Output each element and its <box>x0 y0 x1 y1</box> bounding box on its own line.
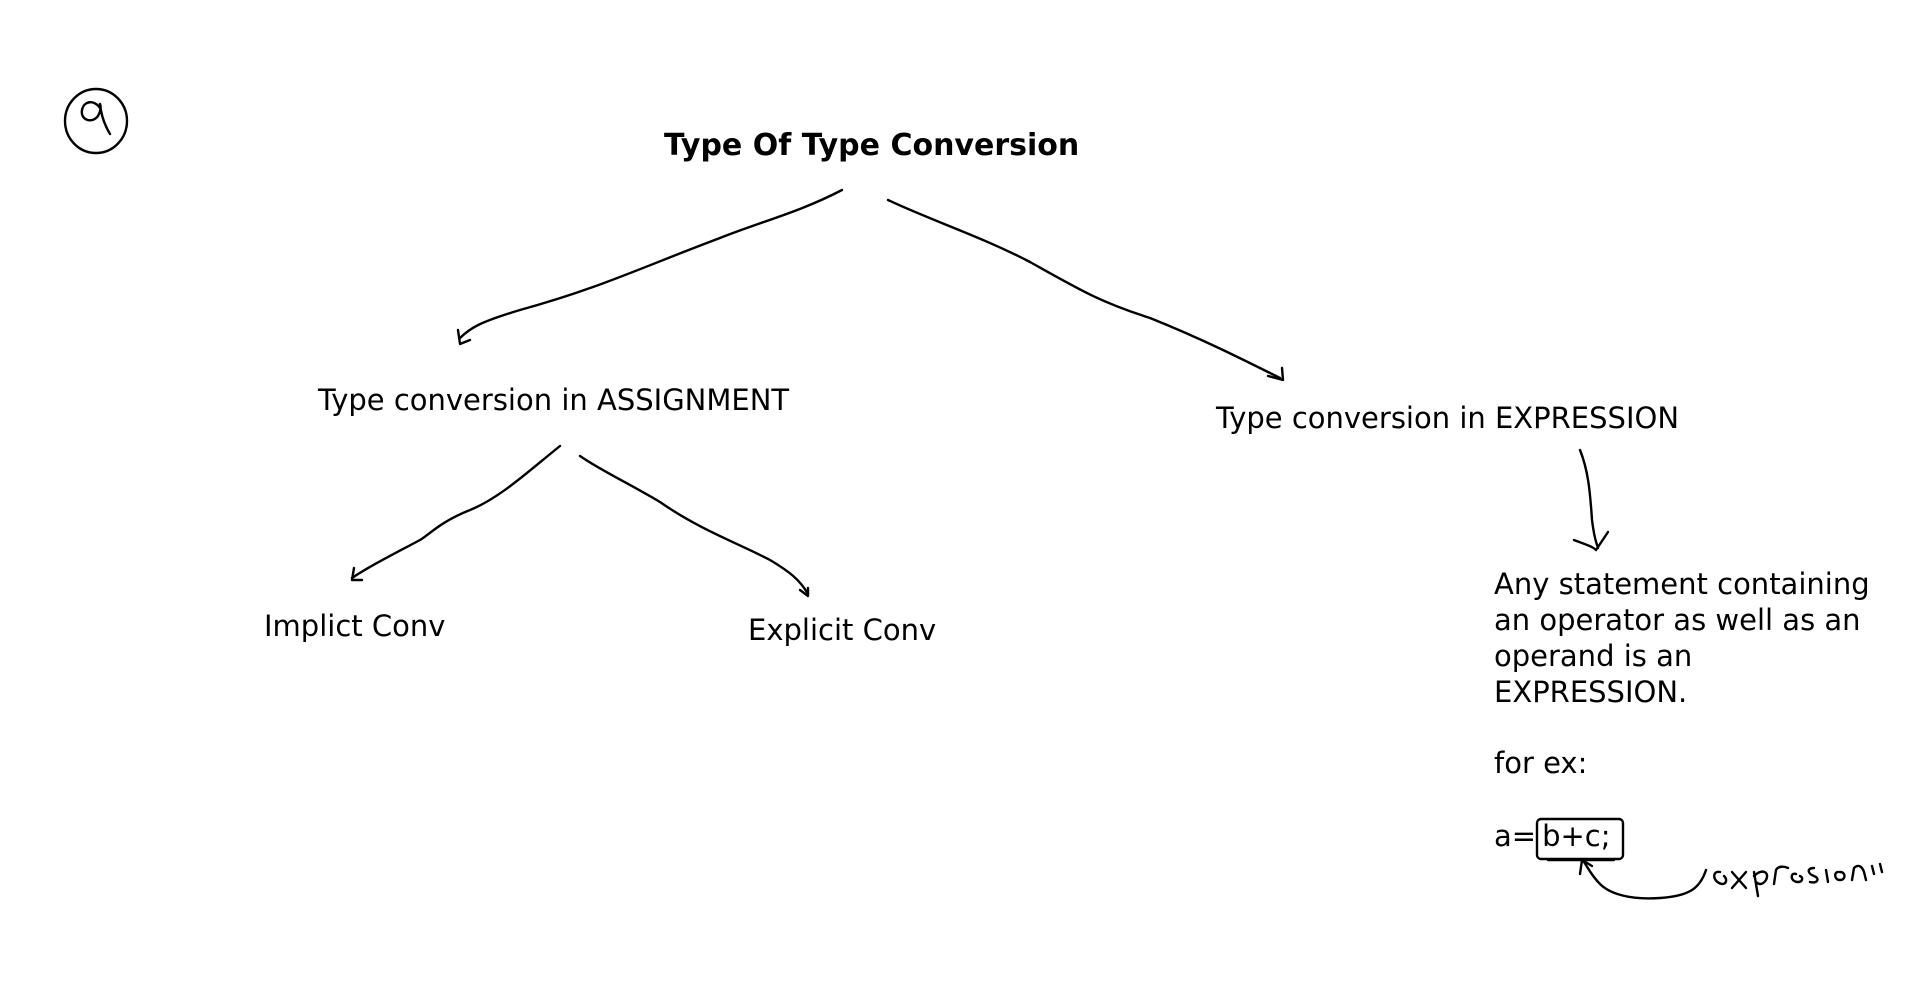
definition-line: Any statement containing <box>1494 567 1870 601</box>
arrow-root-to-expression <box>886 198 1285 382</box>
handwritten-note-expression <box>1713 862 1884 898</box>
example-statement: a=b+c; <box>1494 818 1617 854</box>
branch-expression-label: Type conversion in EXPRESSION <box>1216 401 1680 435</box>
branch-assignment-label: Type conversion in ASSIGNMENT <box>318 383 790 417</box>
leaf-implicit-conv: Implict Conv <box>264 609 446 643</box>
leaf-explicit-conv: Explicit Conv <box>748 613 937 647</box>
example-rhs-expression: b+c; <box>1542 819 1611 853</box>
question-number-icon <box>63 87 129 155</box>
example-lhs: a= <box>1494 819 1537 853</box>
definition-line: an operator as well as an <box>1494 603 1861 637</box>
arrow-assignment-to-implicit <box>350 444 562 582</box>
root-node-title: Type Of Type Conversion <box>664 128 1080 163</box>
definition-line: operand is an <box>1494 639 1693 673</box>
expression-pointer-arrow <box>1578 858 1708 900</box>
example-label: for ex: <box>1494 746 1588 780</box>
arrow-assignment-to-explicit <box>578 454 810 598</box>
expression-definition: Any statement containing an operator as … <box>1494 566 1870 710</box>
arrow-root-to-assignment <box>456 188 844 346</box>
definition-line: EXPRESSION. <box>1494 675 1688 709</box>
arrow-expression-to-definition <box>1572 448 1610 552</box>
